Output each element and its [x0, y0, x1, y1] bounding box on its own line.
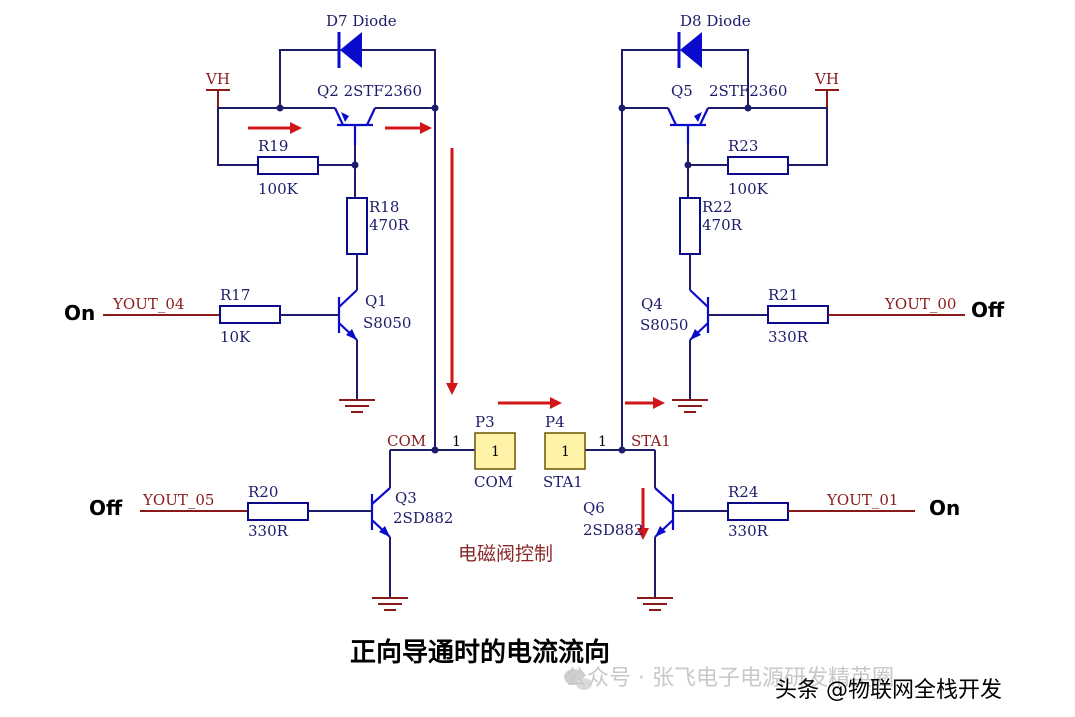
com-net: COM [387, 432, 426, 450]
r18-label: R18 [369, 198, 399, 216]
r18-value: 470R [369, 216, 410, 234]
r21-resistor [767, 305, 829, 324]
right-driver-circuit [585, 32, 965, 611]
r20-value: 330R [248, 522, 289, 540]
sta1-net: STA1 [631, 432, 671, 450]
p3-label: P3 [475, 413, 495, 431]
r19-label: R19 [258, 137, 288, 155]
r20-resistor [247, 502, 309, 521]
d7-diode-symbol [337, 32, 362, 68]
q1-part: S8050 [363, 314, 411, 332]
d7-label: D7 Diode [326, 12, 397, 30]
ground-q3 [372, 597, 408, 611]
q4-label: Q4 [641, 295, 663, 313]
r23-label: R23 [728, 137, 758, 155]
r17-value: 10K [220, 328, 251, 346]
r22-value: 470R [702, 216, 743, 234]
yout05-state: Off [89, 496, 123, 520]
q3-part: 2SD882 [393, 509, 453, 527]
p4-pin: 1 [561, 444, 570, 460]
r24-value: 330R [728, 522, 769, 540]
sta1-pin: 1 [598, 434, 607, 450]
vh-label-left: VH [205, 70, 230, 88]
yout01-state: On [929, 496, 960, 520]
r23-resistor [727, 156, 789, 175]
q6-transistor-symbol [654, 487, 675, 538]
r21-label: R21 [768, 286, 798, 304]
left-driver-circuit [103, 32, 475, 611]
q4-transistor-symbol [689, 289, 710, 341]
q6-part: 2SD882 [583, 521, 643, 539]
yout00-state: Off [971, 298, 1005, 322]
yout00-net: YOUT_00 [884, 295, 956, 313]
watermark-line1: 公众号 · 张飞电子电源研发精英圈 [565, 666, 894, 691]
r23-value: 100K [728, 180, 769, 198]
wechat-icon [564, 669, 592, 690]
caption: 正向导通时的电流流向 [349, 638, 610, 668]
q3-transistor-symbol [370, 487, 391, 538]
r17-resistor [219, 305, 281, 324]
p3-pin: 1 [491, 444, 500, 460]
q3-label: Q3 [395, 489, 417, 507]
r24-label: R24 [728, 483, 758, 501]
diagram-title: 电磁阀控制 [458, 543, 553, 565]
q2-transistor-symbol [334, 107, 376, 145]
yout04-state: On [64, 301, 95, 325]
r24-resistor [727, 502, 789, 521]
p3-name: COM [474, 473, 513, 491]
yout05-net: YOUT_05 [142, 491, 214, 509]
vh-supply-right [815, 89, 839, 108]
q5-part: 2STF2360 [709, 82, 787, 100]
p4-label: P4 [545, 413, 565, 431]
r22-resistor [679, 197, 701, 255]
com-pin: 1 [452, 434, 461, 450]
yout04-net: YOUT_04 [112, 295, 184, 313]
d8-label: D8 Diode [680, 12, 751, 30]
yout01-net: YOUT_01 [826, 491, 898, 509]
p4-name: STA1 [543, 473, 583, 491]
ground-q6 [637, 597, 673, 611]
d8-diode-symbol [677, 32, 702, 68]
q1-transistor-symbol [337, 289, 358, 341]
q5-transistor-symbol [667, 107, 709, 145]
p3-connector [474, 432, 516, 470]
r18-resistor [346, 197, 368, 255]
q4-part: S8050 [640, 316, 688, 334]
ground-q4 [672, 399, 708, 413]
r19-value: 100K [258, 180, 299, 198]
p4-connector [544, 432, 586, 470]
q5-label: Q5 [671, 82, 693, 100]
q1-label: Q1 [365, 292, 387, 310]
vh-supply-left [206, 89, 230, 108]
r17-label: R17 [220, 286, 250, 304]
r21-value: 330R [768, 328, 809, 346]
r19-resistor [257, 156, 319, 175]
watermark-line2: 头条 @物联网全栈开发 [775, 678, 1002, 703]
vh-label-right: VH [814, 70, 839, 88]
r22-label: R22 [702, 198, 732, 216]
ground-q1 [339, 399, 375, 413]
r20-label: R20 [248, 483, 278, 501]
q2-label: Q2 2STF2360 [317, 82, 422, 100]
current-flow-arrows [248, 122, 665, 540]
q6-label: Q6 [583, 499, 605, 517]
